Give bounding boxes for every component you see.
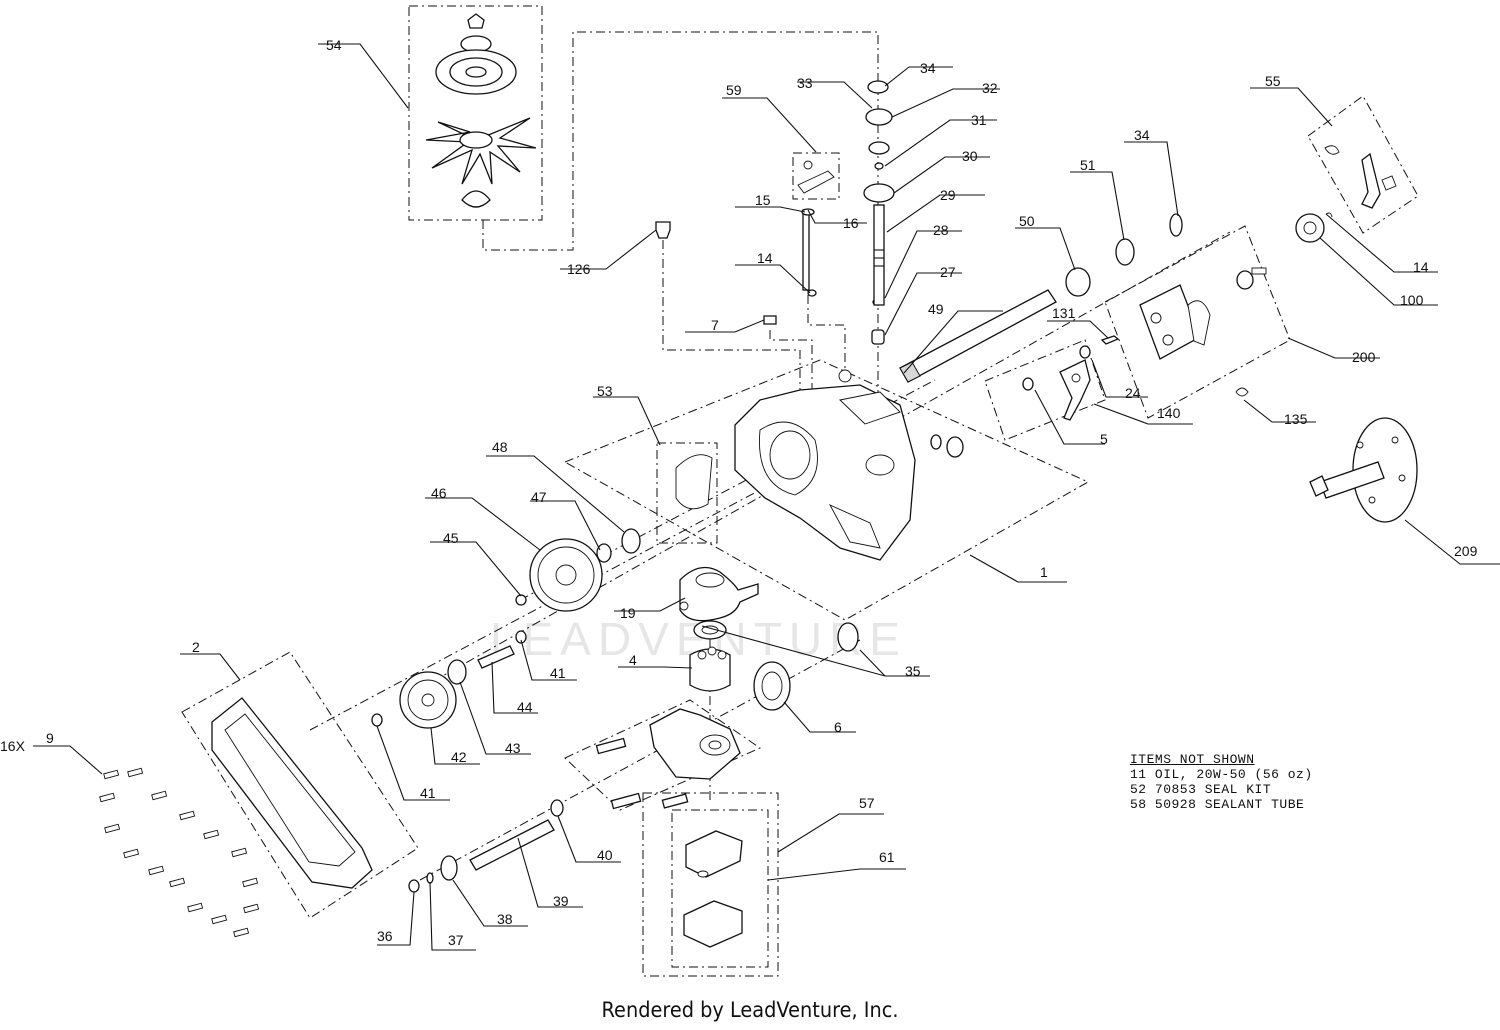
callout-45: 45 (443, 530, 459, 546)
callout-16: 16 (843, 215, 859, 231)
output-axle (899, 289, 1057, 383)
vent-7 (763, 315, 777, 325)
callout-7: 7 (711, 317, 719, 333)
callout-35: 35 (905, 663, 921, 679)
cover-53-plate (675, 454, 713, 510)
end-cap (595, 708, 741, 810)
brake-assembly-200 (1139, 267, 1267, 360)
callout-15: 15 (755, 192, 771, 208)
callout-9-qty: 16X (0, 738, 26, 754)
callout-140: 140 (1157, 405, 1181, 421)
callout-41-b: 41 (420, 785, 436, 801)
brake-arm-140 (1059, 335, 1120, 421)
motor-6 (753, 622, 859, 711)
input-shaft (873, 204, 885, 306)
callout-2: 2 (192, 639, 200, 655)
callout-42: 42 (451, 749, 467, 765)
sprocket-100 (1295, 212, 1333, 243)
callout-40: 40 (597, 847, 613, 863)
main-housing (734, 369, 916, 561)
bolts-9 (99, 767, 260, 938)
callout-131: 131 (1052, 305, 1076, 321)
callout-14-a: 14 (757, 250, 773, 266)
callout-39: 39 (553, 893, 569, 909)
callout-30: 30 (962, 148, 978, 164)
callout-32: 32 (982, 80, 998, 96)
callout-126: 126 (567, 261, 591, 277)
callout-61: 61 (879, 849, 895, 865)
center-section (679, 566, 759, 640)
side-cover-2 (211, 697, 373, 889)
callout-38: 38 (497, 911, 513, 927)
spring-135 (1235, 387, 1249, 397)
callout-34-a: 34 (920, 60, 936, 76)
callout-29: 29 (940, 187, 956, 203)
callout-14-b: 14 (1413, 259, 1429, 275)
callout-44: 44 (517, 699, 533, 715)
callout-19: 19 (620, 605, 636, 621)
callouts: 54 59 33 34 32 31 30 29 28 27 49 16 15 1… (0, 37, 1478, 948)
hub-209 (1309, 417, 1418, 523)
callout-57: 57 (859, 795, 875, 811)
bypass-lever-55 (1324, 145, 1397, 209)
callout-43: 43 (505, 740, 521, 756)
notes-line-1: 11 OIL, 20W-50 (56 oz) (1130, 767, 1313, 782)
callout-50: 50 (1019, 213, 1035, 229)
callout-28: 28 (933, 222, 949, 238)
assembly-outlines (181, 5, 1419, 977)
callout-41-a: 41 (550, 665, 566, 681)
callout-135: 135 (1284, 411, 1308, 427)
callout-5: 5 (1100, 431, 1108, 447)
notes-line-2: 52 70853 SEAL KIT (1130, 782, 1272, 797)
callout-33: 33 (797, 75, 813, 91)
items-not-shown-notes: ITEMS NOT SHOWN 11 OIL, 20W-50 (56 oz) 5… (1130, 752, 1313, 812)
callout-1: 1 (1040, 564, 1048, 580)
callout-34-b: 34 (1134, 127, 1150, 143)
notes-heading: ITEMS NOT SHOWN (1130, 752, 1255, 767)
callout-54: 54 (326, 37, 342, 53)
callout-47: 47 (531, 489, 547, 505)
callout-4: 4 (629, 652, 637, 668)
callout-53: 53 (597, 383, 613, 399)
pump-cylinder-4 (689, 646, 731, 692)
leader-lines (33, 43, 1500, 951)
callout-36: 36 (377, 928, 393, 944)
filter-plates-57-61 (683, 830, 743, 948)
gear-train (371, 528, 641, 729)
bracket-59 (797, 160, 835, 194)
callout-59: 59 (726, 82, 742, 98)
shaft-39-group (408, 799, 564, 893)
callout-100: 100 (1400, 292, 1424, 308)
callout-200: 200 (1352, 349, 1376, 365)
drain-plug-126 (655, 221, 671, 239)
callout-6: 6 (834, 719, 842, 735)
pulley-fan-assembly (425, 13, 537, 208)
notes-line-3: 58 50928 SEALANT TUBE (1130, 797, 1305, 812)
callout-51: 51 (1080, 157, 1096, 173)
callout-37: 37 (448, 932, 464, 948)
callout-9: 9 (46, 730, 54, 746)
footer-credit: Rendered by LeadVenture, Inc. (601, 998, 899, 1022)
callout-27: 27 (940, 264, 956, 280)
callout-48: 48 (492, 439, 508, 455)
callout-31: 31 (971, 112, 987, 128)
callout-55: 55 (1265, 73, 1281, 89)
callout-49: 49 (928, 301, 944, 317)
callout-46: 46 (431, 485, 447, 501)
callout-24: 24 (1125, 385, 1141, 401)
callout-209: 209 (1454, 543, 1478, 559)
